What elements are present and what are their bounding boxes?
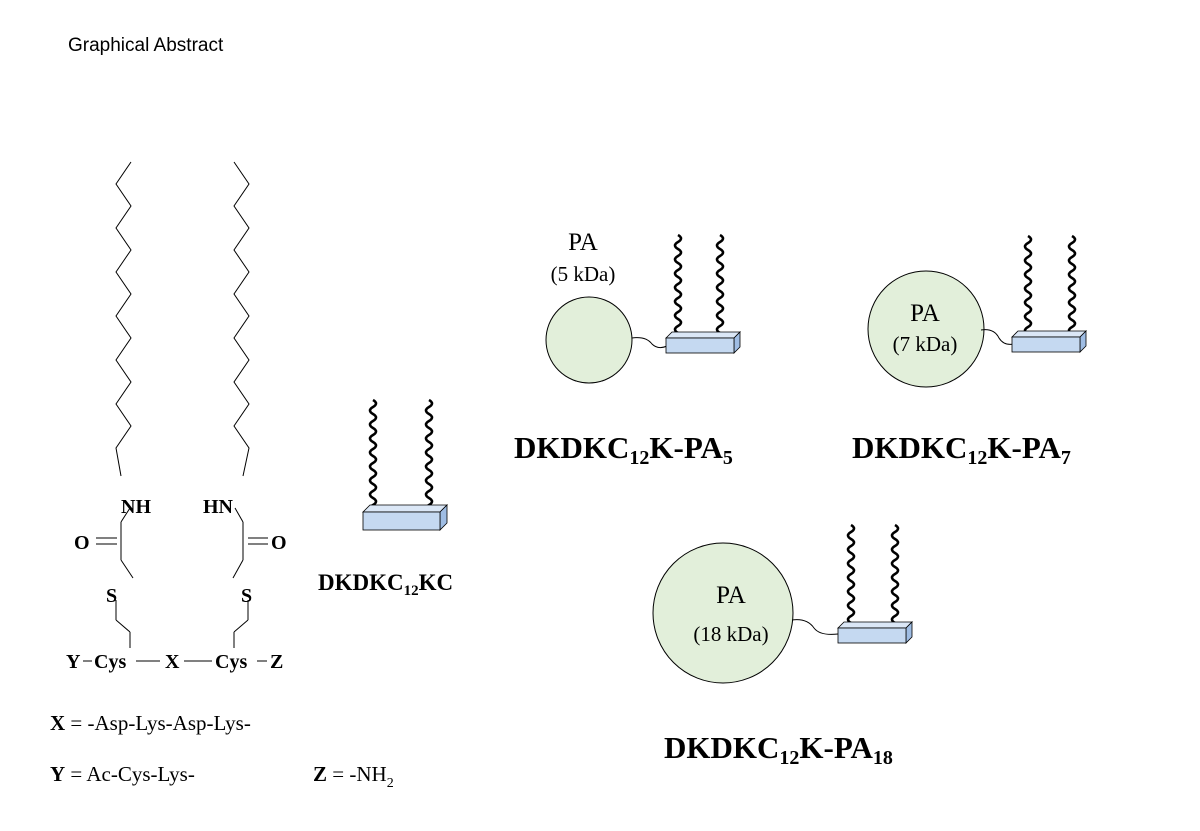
- conjugate-pa18: PA (18 kDa): [652, 542, 839, 684]
- peptide-block-top: [837, 621, 913, 629]
- lipopeptide-pa5: [665, 233, 741, 354]
- lipid-tail: [715, 233, 725, 340]
- page-title: Graphical Abstract: [68, 35, 224, 56]
- peptide-block-top: [665, 331, 741, 339]
- pa18-circle: [652, 542, 794, 684]
- lipid-tail: [846, 523, 856, 630]
- nh-label-right: HN: [203, 496, 234, 518]
- pa5-circle: [545, 296, 633, 384]
- chemical-structure: [83, 161, 268, 662]
- lipid-tail: [1023, 234, 1033, 339]
- label-pa5: DKDKC12K-PA5: [514, 430, 733, 469]
- legend-x-key: X: [50, 711, 65, 735]
- conjugate-pa7: PA (7 kDa): [867, 270, 1015, 388]
- s-label-left: S: [106, 585, 117, 607]
- legend-x-value: = -Asp-Lys-Asp-Lys-: [65, 711, 251, 735]
- lipid-tail: [890, 523, 900, 630]
- label-pa18: DKDKC12K-PA18: [664, 730, 893, 769]
- lipid-tail: [673, 233, 683, 340]
- backbone-cys-2: Cys: [215, 651, 247, 673]
- legend: X = -Asp-Lys-Asp-Lys- Y = Ac-Cys-Lys- Z …: [50, 711, 394, 791]
- backbone-cys-1: Cys: [94, 651, 126, 673]
- backbone-x: X: [165, 651, 180, 673]
- lipopeptide-pa18: [837, 523, 913, 644]
- legend-z-sub: 2: [387, 776, 394, 791]
- lipid-tail: [424, 398, 434, 514]
- peptide-block-front: [837, 627, 907, 644]
- pa5-circle-label: PA: [568, 229, 598, 256]
- conjugate-pa5: PA (5 kDa): [545, 229, 668, 384]
- legend-z-key: Z: [313, 762, 327, 786]
- backbone-y: Y: [66, 651, 81, 673]
- s-label-right: S: [241, 585, 252, 607]
- pa18-circle-label: PA: [716, 582, 746, 609]
- lipopeptide-pa7: [1011, 234, 1087, 353]
- legend-z-row: Z = -NH2: [313, 762, 394, 791]
- pa18-circle-mass: (18 kDa): [693, 622, 768, 646]
- o-label-left: O: [74, 532, 90, 554]
- label-pa7: DKDKC12K-PA7: [852, 430, 1071, 469]
- legend-z-value: = -NH: [327, 762, 387, 786]
- alkyl-chain-left: [115, 161, 132, 477]
- peptide-block-top: [362, 504, 448, 513]
- pa5-linker: [631, 337, 668, 349]
- nh-label-left: NH: [121, 496, 151, 518]
- peptide-block-front: [665, 337, 735, 354]
- o-label-right: O: [271, 532, 287, 554]
- peptide-block-front: [1011, 336, 1081, 353]
- pa7-circle: [867, 270, 985, 388]
- lipopeptide-base: [362, 398, 448, 531]
- pa7-circle-mass: (7 kDa): [893, 332, 958, 356]
- structure-labels: NH HN O O S S Y Cys X Cys Z: [66, 496, 287, 673]
- lipid-tail: [1067, 234, 1077, 339]
- legend-y-key: Y: [50, 762, 65, 786]
- pa7-linker: [980, 329, 1015, 345]
- pa7-circle-label: PA: [910, 300, 940, 327]
- peptide-block-front: [362, 511, 441, 531]
- pa18-linker: [791, 619, 839, 635]
- legend-y-value: = Ac-Cys-Lys-: [65, 762, 195, 786]
- legend-y-row: Y = Ac-Cys-Lys-: [50, 762, 195, 786]
- backbone-z: Z: [270, 651, 283, 673]
- alkyl-chain-right: [233, 161, 250, 477]
- label-base: DKDKC12KC: [318, 570, 453, 599]
- pa5-circle-mass: (5 kDa): [551, 262, 616, 286]
- legend-x-row: X = -Asp-Lys-Asp-Lys-: [50, 711, 251, 735]
- lipid-tail: [368, 398, 378, 514]
- peptide-block-top: [1011, 330, 1087, 338]
